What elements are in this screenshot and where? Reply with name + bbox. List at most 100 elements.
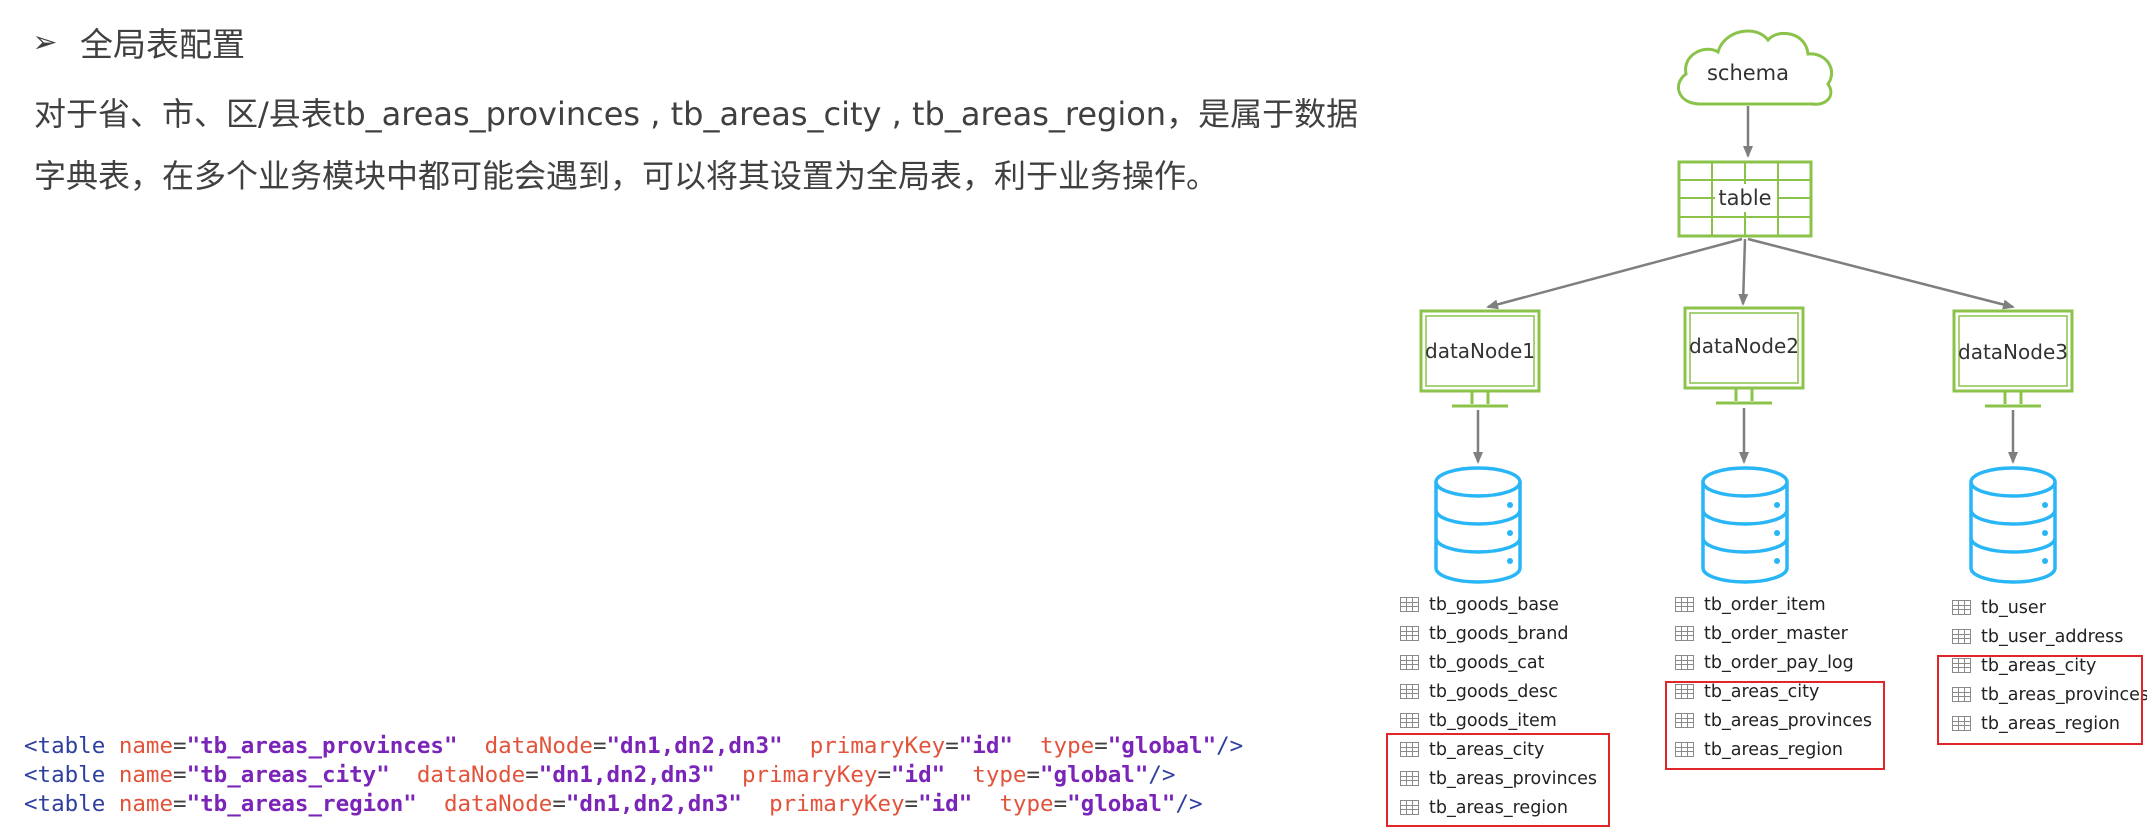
table-list-item: tb_areas_city — [1400, 735, 1597, 764]
datanode1-monitor-icon: dataNode1 — [1419, 309, 1541, 408]
table-name: tb_areas_provinces — [1429, 768, 1598, 789]
table-list-item: tb_goods_base — [1400, 590, 1597, 619]
table-list-item: tb_user — [1952, 593, 2147, 622]
table-name: tb_areas_city — [1704, 681, 1820, 702]
table-name: tb_order_item — [1704, 594, 1826, 615]
table-list-item: tb_order_master — [1675, 619, 1872, 648]
code-attr-name: type — [999, 791, 1054, 817]
table-grid-small-icon — [1675, 684, 1694, 699]
table-grid-small-icon — [1675, 742, 1694, 757]
table-grid-small-icon — [1952, 687, 1971, 702]
datanode2-global-tables-highlight — [1665, 681, 1885, 770]
table-name: tb_areas_region — [1981, 713, 2120, 734]
table-name: tb_goods_brand — [1429, 623, 1569, 644]
table-grid-small-icon — [1400, 655, 1419, 670]
table-grid-small-icon — [1952, 600, 1971, 615]
datanode1-label: dataNode1 — [1425, 339, 1535, 363]
table-name: tb_areas_region — [1704, 739, 1843, 760]
arrow-bullet-icon: ➢ — [32, 24, 58, 60]
table-list-item: tb_goods_item — [1400, 706, 1597, 735]
table-list-item: tb_goods_brand — [1400, 619, 1597, 648]
table-grid-small-icon — [1952, 658, 1971, 673]
database3-icon — [1969, 466, 2057, 584]
table-name: tb_goods_base — [1429, 594, 1559, 615]
datanode1-global-tables-highlight — [1386, 733, 1610, 827]
code-attr-name: primaryKey — [809, 733, 946, 759]
table-grid-small-icon — [1400, 742, 1419, 757]
code-line: <table name="tb_areas_city" dataNode="dn… — [24, 762, 1176, 788]
code-tag-open: <table — [24, 762, 106, 788]
table-grid-small-icon — [1675, 655, 1694, 670]
schema-label: schema — [1707, 61, 1789, 85]
table-name: tb_areas_provinces — [1704, 710, 1873, 731]
datanode2-label: dataNode2 — [1689, 334, 1799, 358]
code-attr-value: "global" — [1107, 733, 1217, 759]
table-grid-small-icon — [1400, 684, 1419, 699]
table-grid-small-icon — [1952, 629, 1971, 644]
xml-config-code-block: <table name="tb_areas_provinces" dataNod… — [24, 732, 1243, 819]
code-attr-value: "dn1,dn2,dn3" — [538, 762, 715, 788]
datanode3-label: dataNode3 — [1958, 340, 2068, 364]
code-attr-value: "id" — [891, 762, 946, 788]
datanode3-table-list: tb_user tb_user_address tb_areas_city tb_ar… — [1952, 593, 2147, 738]
code-attr-name: name — [118, 733, 174, 759]
table-to-node2-arrow — [1738, 238, 1749, 306]
code-tag-close: /> — [1148, 762, 1176, 788]
code-attr-name: type — [1040, 733, 1095, 759]
table-list-item: tb_areas_provinces — [1400, 764, 1597, 793]
code-line: <table name="tb_areas_region" dataNode="… — [24, 791, 1203, 817]
table-name: tb_areas_city — [1429, 739, 1545, 760]
table-name: tb_areas_region — [1429, 797, 1568, 818]
table-list-item: tb_user_address — [1952, 622, 2147, 651]
code-attr-value: "tb_areas_region" — [186, 791, 417, 817]
table-grid-small-icon — [1400, 597, 1419, 612]
datanode2-table-list: tb_order_item tb_order_master tb_order_pay… — [1675, 590, 1872, 764]
table-name: tb_areas_city — [1981, 655, 2097, 676]
datanode2-monitor-icon: dataNode2 — [1683, 306, 1805, 405]
code-attr-value: "id" — [958, 733, 1013, 759]
table-list-item: tb_areas_provinces — [1675, 706, 1872, 735]
code-tag-close: /> — [1175, 791, 1203, 817]
table-grid-small-icon — [1400, 800, 1419, 815]
table-grid-small-icon — [1675, 626, 1694, 641]
section-title: 全局表配置 — [80, 25, 245, 64]
table-name: tb_user_address — [1981, 626, 2124, 647]
code-attr-name: name — [118, 791, 174, 817]
section-heading: ➢ 全局表配置 — [32, 20, 245, 65]
code-attr-name: name — [118, 762, 174, 788]
table-list-item: tb_areas_region — [1675, 735, 1872, 764]
table-list-item: tb_goods_desc — [1400, 677, 1597, 706]
code-attr-name: dataNode — [443, 791, 553, 817]
table-list-item: tb_areas_region — [1952, 709, 2147, 738]
code-attr-name: primaryKey — [769, 791, 905, 817]
table-name: tb_order_master — [1704, 623, 1848, 644]
table-grid-small-icon — [1675, 713, 1694, 728]
database1-icon — [1434, 466, 1522, 584]
table-grid-small-icon — [1400, 713, 1419, 728]
description-line-2: 字典表，在多个业务模块中都可能会遇到，可以将其设置为全局表，利于业务操作。 — [34, 157, 1219, 195]
code-attr-name: dataNode — [484, 733, 593, 759]
table-list-item: tb_areas_city — [1675, 677, 1872, 706]
table-name: tb_goods_desc — [1429, 681, 1558, 702]
code-attr-value: "tb_areas_provinces" — [186, 733, 458, 759]
code-tag-open: <table — [24, 791, 106, 817]
table-label: table — [1718, 186, 1771, 210]
table-name: tb_goods_item — [1429, 710, 1557, 731]
table-list-item: tb_areas_provinces — [1952, 680, 2147, 709]
code-tag-close: /> — [1216, 733, 1244, 759]
table-name: tb_goods_cat — [1429, 652, 1545, 673]
table-list-item: tb_order_item — [1675, 590, 1872, 619]
schema-cloud-icon: schema — [1676, 29, 1834, 106]
description-line-1: 对于省、市、区/县表tb_areas_provinces , tb_areas_… — [34, 95, 1359, 133]
table-name: tb_areas_provinces — [1981, 684, 2147, 705]
table-grid-small-icon — [1400, 626, 1419, 641]
code-attr-value: "tb_areas_city" — [186, 762, 390, 788]
code-attr-value: "dn1,dn2,dn3" — [606, 733, 783, 759]
table-list-item: tb_order_pay_log — [1675, 648, 1872, 677]
code-attr-value: "global" — [1067, 791, 1176, 817]
datanode3-monitor-icon: dataNode3 — [1952, 309, 2074, 408]
code-attr-name: primaryKey — [741, 762, 878, 788]
table-grid-small-icon — [1675, 597, 1694, 612]
code-attr-value: "id" — [918, 791, 973, 817]
